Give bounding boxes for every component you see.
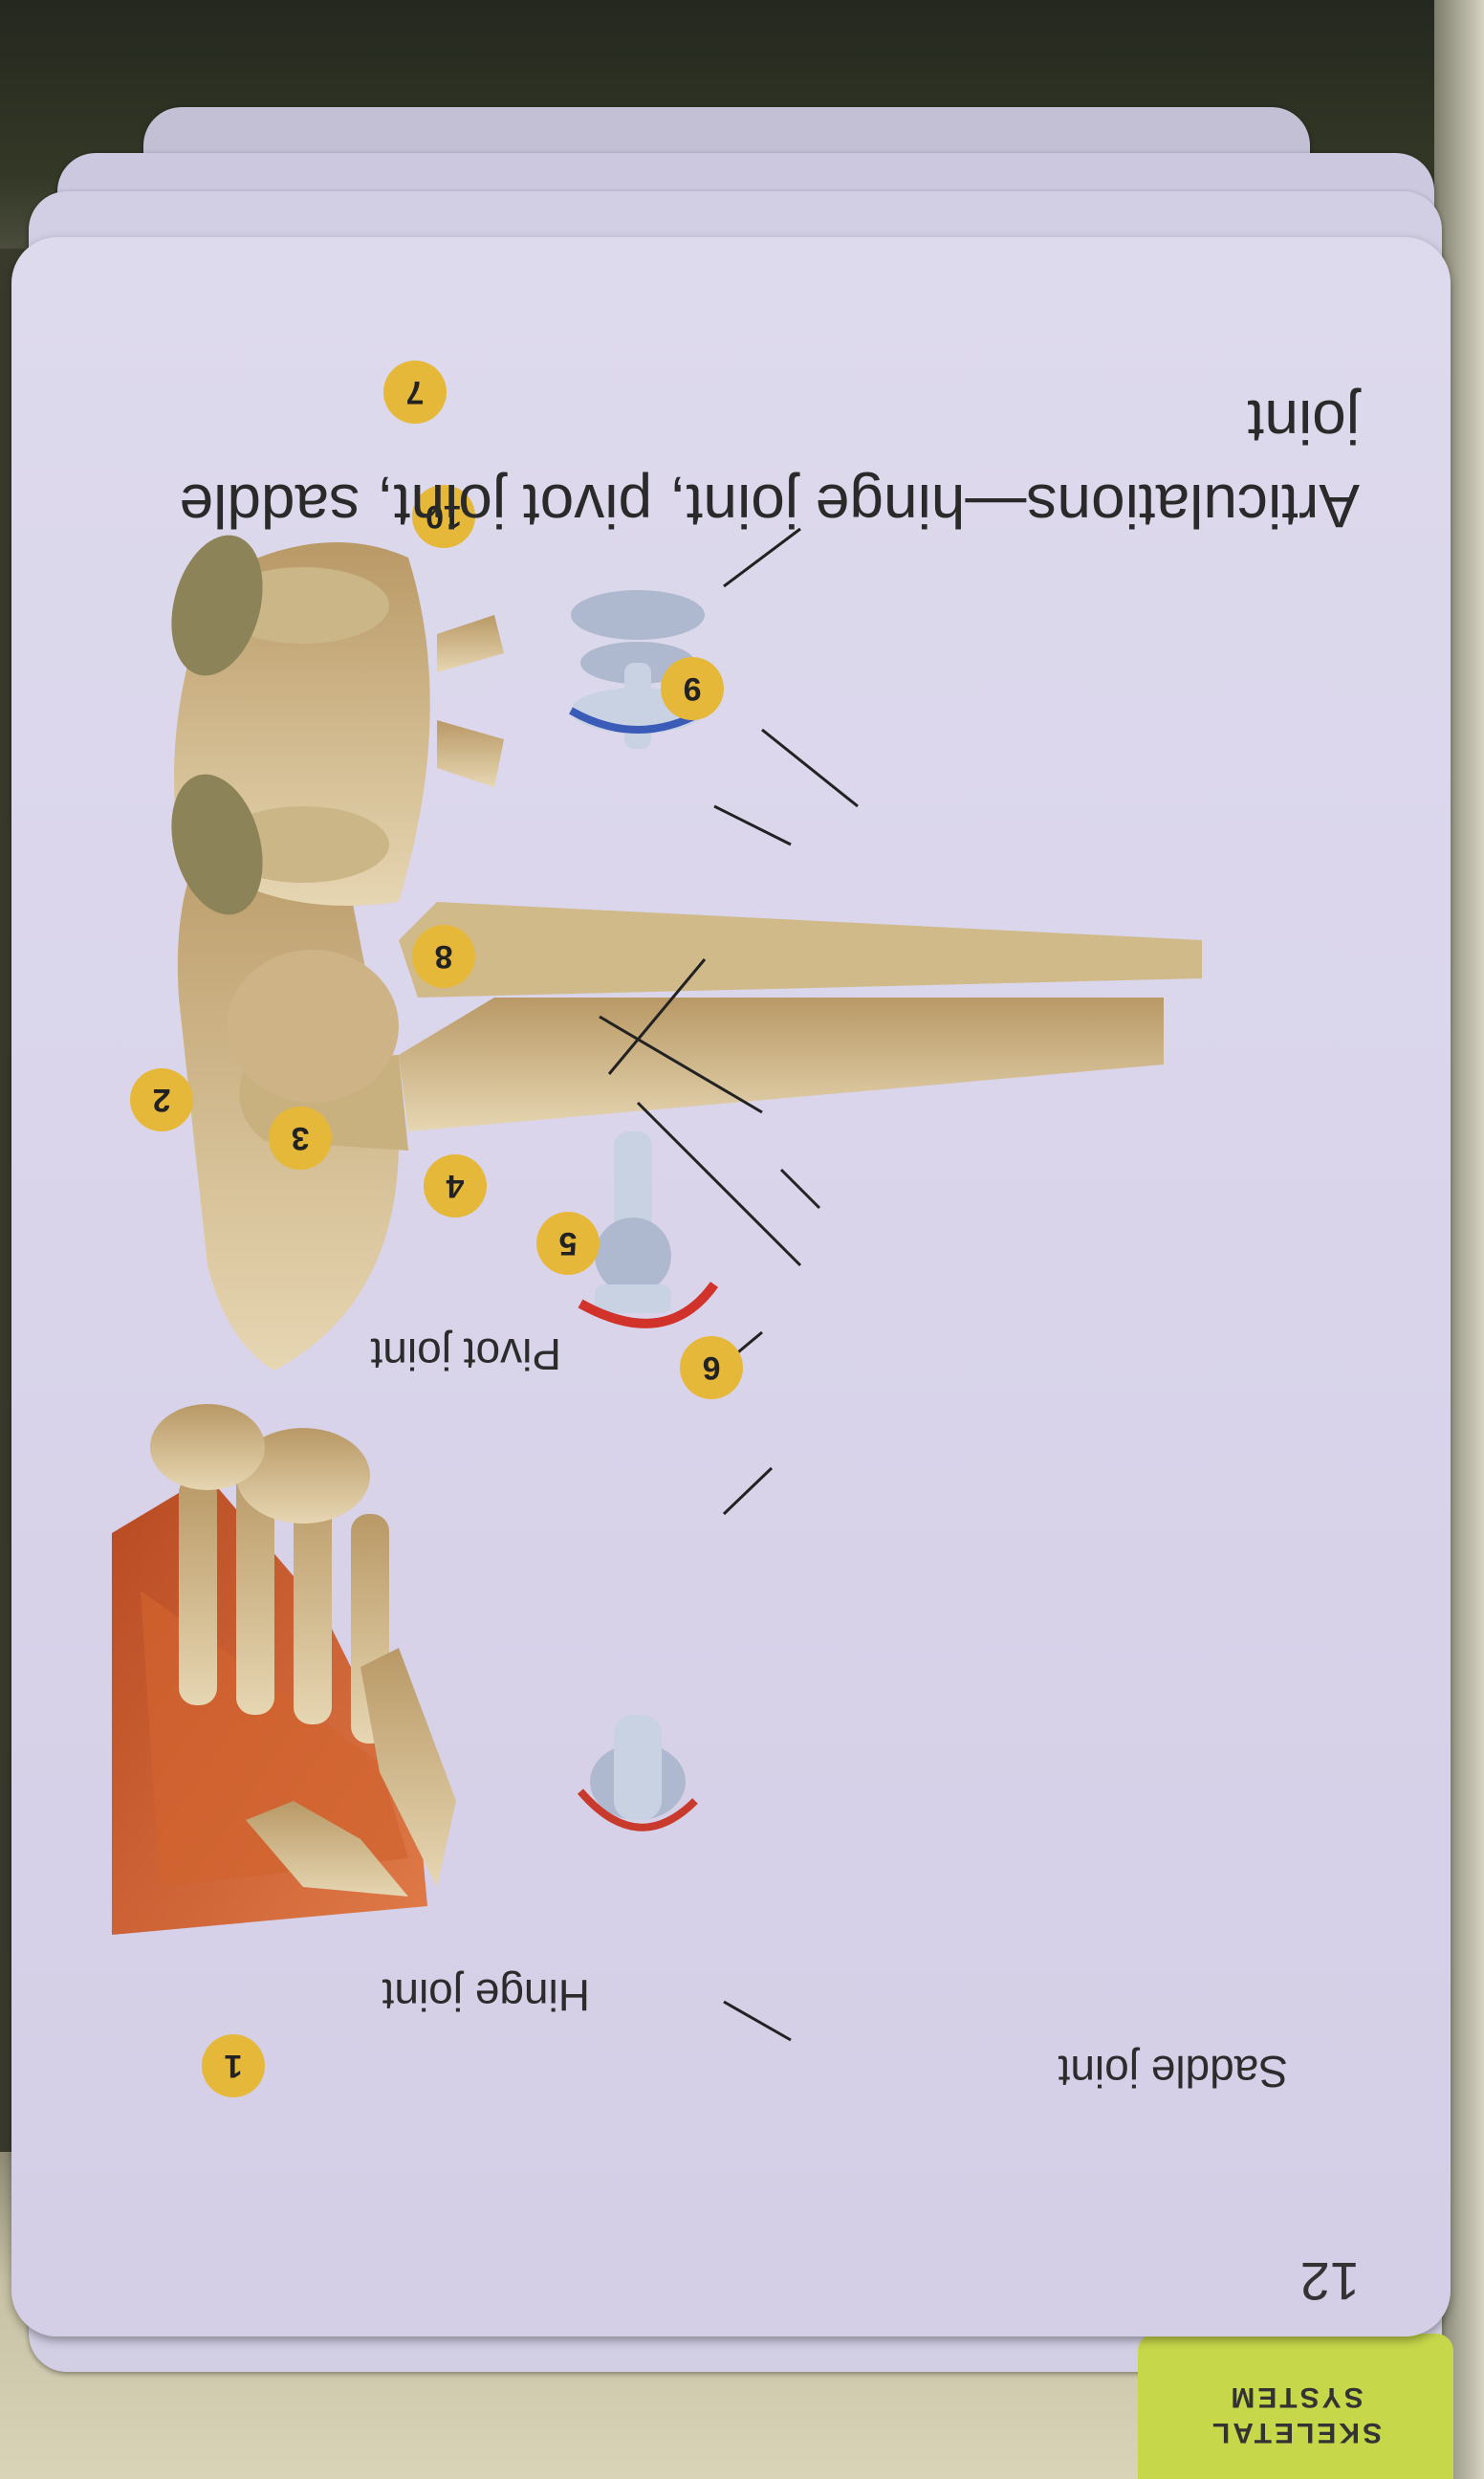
badge-2: 2 [130,1068,193,1131]
tab-line-1: SKELETAL [1209,2417,1383,2449]
elbow-illustration [177,801,1202,1371]
badge-9: 9 [661,657,724,720]
badge-6: 6 [680,1336,743,1399]
card-illustrations [112,527,1202,2042]
hinge-joint-label: Hinge joint [382,1970,590,2020]
badge-8: 8 [412,925,475,988]
flash-card: 12 Saddle joint Hinge joint Pivot joint … [11,237,1451,2336]
saddle-joint-label: Saddle joint [1058,2047,1288,2096]
section-tab [1138,2334,1453,2479]
leader-lines [599,527,859,2042]
section-tab-label: SKELETAL SYSTEM [1138,2362,1453,2468]
badge-1: 1 [202,2034,265,2097]
saddle-joint-icon [577,1715,698,1832]
badge-4: 4 [424,1154,487,1218]
card-title: Articulations—hinge joint, pivot joint, … [179,387,1360,540]
pivot-joint-label: Pivot joint [370,1329,561,1379]
tab-line-2: SYSTEM [1228,2381,1364,2413]
badge-3: 3 [269,1107,332,1170]
badge-5: 5 [536,1212,600,1275]
vertebrae-illustration [171,535,504,915]
hinge-joint-icon [578,1131,719,1328]
page-number: 12 [1299,2251,1360,2312]
card-content: 12 Saddle joint Hinge joint Pivot joint … [11,237,1451,2336]
hand-illustration [112,1404,456,1935]
